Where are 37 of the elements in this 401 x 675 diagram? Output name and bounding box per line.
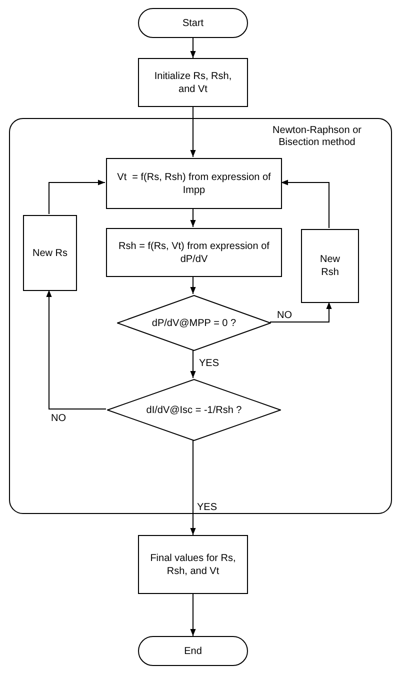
arrow	[270, 302, 332, 322]
arrow	[280, 180, 330, 228]
edge-label: YES	[196, 502, 218, 513]
edge-label: NO	[50, 413, 67, 424]
arrow	[190, 106, 196, 158]
node-text: dP/dV@MPP = 0 ?	[152, 316, 236, 330]
process-box	[138, 535, 248, 594]
arrow	[190, 276, 196, 294]
node-text: Rsh = f(Rs, Vt) from expression of dP/dV	[118, 240, 270, 266]
edge-label: YES	[198, 358, 220, 369]
process-box	[106, 228, 282, 277]
arrow	[190, 440, 196, 536]
arrow	[46, 290, 106, 410]
region-title: Newton-Raphson or Bisection method	[272, 125, 362, 149]
terminal-node	[138, 8, 248, 38]
node-text: New Rs	[32, 246, 68, 260]
edge-label: NO	[276, 310, 293, 321]
process-box	[106, 158, 282, 209]
node-text: Start	[182, 16, 204, 30]
process-box	[138, 58, 248, 107]
node-text: Initialize Rs, Rsh, and Vt	[153, 70, 233, 96]
process-box	[23, 215, 77, 291]
decision-diamond	[117, 295, 271, 351]
method-region	[9, 118, 392, 514]
terminal-node	[138, 636, 248, 666]
arrow	[190, 38, 196, 58]
arrow	[190, 594, 196, 636]
node-text: dI/dV@Isc = -1/Rsh ?	[146, 404, 242, 416]
node-text: Final values for Rs, Rsh, and Vt	[149, 552, 237, 578]
process-box	[301, 229, 359, 303]
decision-diamond	[107, 379, 281, 441]
node-text: End	[184, 644, 202, 658]
arrow	[48, 180, 106, 214]
arrow	[190, 350, 196, 378]
node-text: New Rsh	[318, 253, 341, 279]
arrow	[190, 208, 196, 228]
node-text: Vt = f(Rs, Rsh) from expression of Impp	[116, 170, 272, 196]
